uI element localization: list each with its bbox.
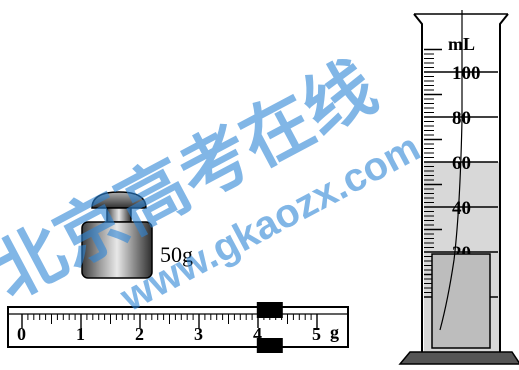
rider[interactable] <box>256 302 283 353</box>
ruler-tick-label: 4 <box>253 324 262 344</box>
rider-bottom <box>256 338 283 353</box>
weight-label: 50g <box>160 242 193 267</box>
ruler-tick-label: 5 <box>312 324 321 344</box>
weight-knob <box>91 191 147 209</box>
thread <box>439 10 463 331</box>
weight: 50g <box>81 191 193 279</box>
submerged-object <box>431 253 491 349</box>
rider-top <box>256 302 283 318</box>
ruler-tick-label: 1 <box>76 324 85 344</box>
cylinder-scale-label: 40 <box>452 198 471 219</box>
watermark: 北京高考在线 www.gkaozx.com <box>0 47 427 320</box>
weight-body <box>81 221 153 279</box>
ruler-tick-label: 3 <box>194 324 203 344</box>
ruler-body <box>7 306 349 348</box>
cylinder-wall <box>413 13 509 352</box>
cylinder-scale-ticks <box>424 48 498 298</box>
cylinder-scale-label: 100 <box>452 63 481 84</box>
cylinder-base <box>398 351 519 365</box>
cylinder-scale-label: 60 <box>452 153 471 174</box>
ruler-tick-label: 2 <box>135 324 144 344</box>
graduated-cylinder: 10080604020 mL <box>398 10 519 365</box>
ruler-unit-label: g <box>330 322 339 342</box>
ruler-ticks <box>21 314 318 328</box>
ruler-labels: 0 1 2 3 4 5 <box>17 324 321 344</box>
beam-ruler: 0 1 2 3 4 5 g <box>7 302 349 353</box>
ruler-tick-label: 0 <box>17 324 26 344</box>
